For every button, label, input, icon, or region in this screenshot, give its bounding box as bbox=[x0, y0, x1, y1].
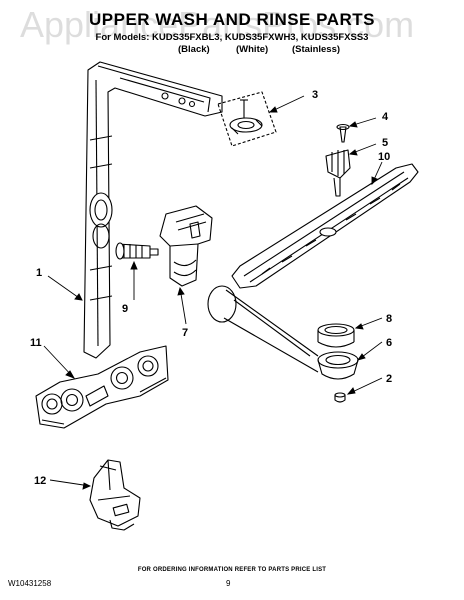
part-5-hub bbox=[325, 149, 351, 197]
document-number: W10431258 bbox=[8, 579, 52, 588]
part-7-bracket bbox=[159, 205, 213, 287]
callout-9: 9 bbox=[122, 303, 128, 315]
callout-1: 1 bbox=[36, 267, 42, 279]
part-9-fitting bbox=[115, 242, 159, 260]
page-number: 9 bbox=[226, 579, 231, 588]
callout-5: 5 bbox=[382, 137, 388, 149]
page-title: UPPER WASH AND RINSE PARTS bbox=[89, 10, 375, 29]
part-12-diverter bbox=[89, 459, 141, 531]
part-4-screw bbox=[336, 123, 350, 143]
color-white: (White) bbox=[236, 44, 269, 55]
central-tube bbox=[207, 285, 319, 373]
part-3-inset bbox=[217, 91, 277, 147]
callout-8: 8 bbox=[386, 313, 392, 325]
color-stainless: (Stainless) bbox=[292, 44, 341, 55]
part-11-manifold bbox=[35, 345, 169, 429]
callout-2: 2 bbox=[386, 373, 392, 385]
part-1-wash-tube bbox=[83, 61, 223, 359]
part-6-cup bbox=[317, 351, 359, 380]
callout-3: 3 bbox=[312, 89, 318, 101]
ordering-note: FOR ORDERING INFORMATION REFER TO PARTS … bbox=[137, 567, 327, 573]
part-8-ring bbox=[317, 323, 355, 348]
callout-4: 4 bbox=[382, 111, 389, 123]
callout-11: 11 bbox=[30, 337, 42, 349]
callout-10: 10 bbox=[378, 151, 390, 163]
color-black: (Black) bbox=[178, 44, 210, 55]
part-2-plug bbox=[334, 392, 346, 403]
watermark: AppliancePartsPros.com bbox=[20, 4, 415, 45]
callout-12: 12 bbox=[34, 475, 46, 487]
part-10-spray-arm bbox=[231, 163, 419, 289]
callout-7: 7 bbox=[182, 327, 188, 339]
model-list: For Models: KUDS35FXBL3, KUDS35FXWH3, KU… bbox=[95, 32, 369, 43]
callout-6: 6 bbox=[386, 337, 392, 349]
